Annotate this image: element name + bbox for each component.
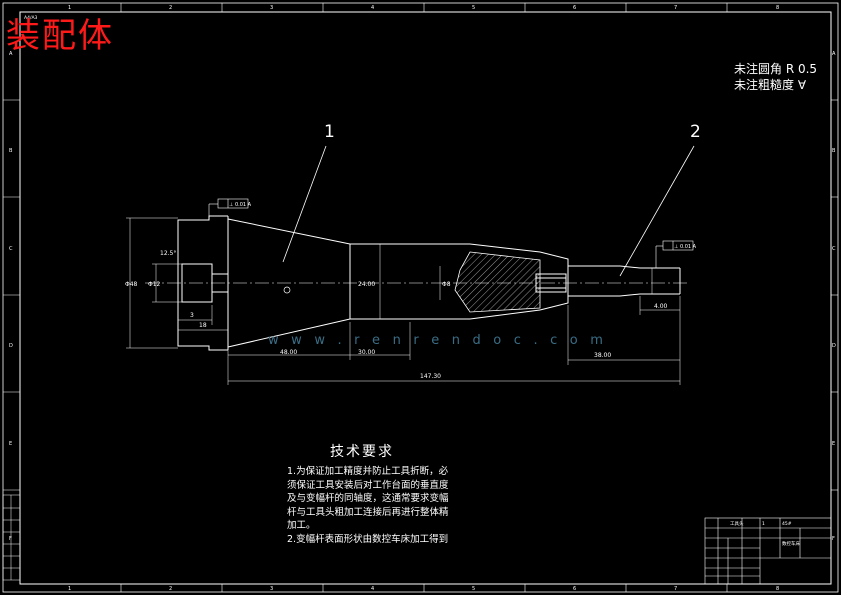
general-notes: 未注圆角 R 0.5 未注粗糙度 ∀ xyxy=(734,61,817,93)
hatched-section xyxy=(454,251,541,313)
border-number: 2 xyxy=(169,5,172,11)
border-letter: A xyxy=(9,51,13,57)
tolerance-text-2: ⊥ 0.01 A xyxy=(674,244,697,250)
border-number: 1 xyxy=(68,5,71,11)
border-letter: D xyxy=(832,343,836,349)
title-cell: 工具头 xyxy=(730,520,744,527)
dimension-texts: 12.5° Φ48 Φ12 3 18 48.00 30.00 24.00 Φ8 … xyxy=(125,250,668,380)
inner-border xyxy=(19,11,832,585)
title-cell: 1 xyxy=(762,521,765,527)
border-letter: D xyxy=(9,343,13,349)
tech-requirements-title: 技术要求 xyxy=(330,444,394,460)
border-number: 5 xyxy=(472,5,475,11)
leader-line-1 xyxy=(282,145,327,263)
note-fillet: 未注圆角 R 0.5 xyxy=(734,62,818,76)
title-cell: 数控车床 xyxy=(782,540,800,547)
tech-requirements-body: 1.为保证加工精度并防止工具折断，必须保证工具安装后对工作台面的垂直度及与变幅杆… xyxy=(287,465,457,546)
border-number: 4 xyxy=(371,5,374,11)
horn-outline xyxy=(177,215,681,351)
border-letter: A xyxy=(832,51,836,57)
balloon-2: 2 xyxy=(690,122,701,142)
title-block xyxy=(704,517,832,585)
border-number: 8 xyxy=(776,5,779,11)
border-letter: E xyxy=(832,441,835,447)
corner-mark: A4/A3 xyxy=(24,15,38,21)
border-letter: B xyxy=(9,148,13,154)
title-block-texts: 工具头 1 45# 数控车床 xyxy=(730,520,800,547)
border-ticks xyxy=(3,3,838,592)
border-number: 6 xyxy=(573,586,576,592)
border-letter: F xyxy=(832,536,835,542)
border-number: 1 xyxy=(68,586,71,592)
border-letter: C xyxy=(832,246,836,252)
border-number: 3 xyxy=(270,586,273,592)
tech-item-2: 2.变幅杆表面形状由数控车床加工得到 xyxy=(287,533,449,545)
watermark: w w w . r e n r e n d o c . c o m xyxy=(268,333,608,348)
dim-taper-angle: 12.5° xyxy=(160,250,176,257)
left-record-block xyxy=(2,494,21,581)
dim-len-30: 30.00 xyxy=(358,349,375,356)
border-letter: E xyxy=(9,441,12,447)
dim-total-len: 147.30 xyxy=(420,373,441,380)
dim-len-18: 18 xyxy=(199,322,207,329)
border-letter: F xyxy=(9,536,12,542)
border-number: 7 xyxy=(674,586,677,592)
border-number: 2 xyxy=(169,586,172,592)
leader-line-2 xyxy=(619,145,695,277)
border-number: 8 xyxy=(776,586,779,592)
border-number: 5 xyxy=(472,586,475,592)
datum-marker xyxy=(283,286,291,294)
title-cell: 45# xyxy=(782,521,792,527)
dimension-lines xyxy=(126,217,681,385)
border-number: 6 xyxy=(573,5,576,11)
border-letter: B xyxy=(832,148,836,154)
dim-len-right: 38.00 xyxy=(594,352,611,359)
balloon-1: 1 xyxy=(324,122,335,142)
dim-len-4: 4.00 xyxy=(654,303,668,310)
border-letter: C xyxy=(9,246,13,252)
border-labels: 1 2 3 4 5 6 7 8 1 2 3 4 5 6 7 8 A B C D … xyxy=(9,5,836,592)
border-number: 3 xyxy=(270,5,273,11)
dim-len-48: 48.00 xyxy=(280,349,297,356)
note-roughness: 未注粗糙度 ∀ xyxy=(734,78,807,92)
tolerance-text-1: ⊥ 0.01 A xyxy=(229,202,252,208)
assembly-title: 装配体 xyxy=(6,16,114,56)
tech-item-1: 1.为保证加工精度并防止工具折断，必须保证工具安装后对工作台面的垂直度及与变幅杆… xyxy=(287,466,449,531)
dim-dia-small: Φ8 xyxy=(442,281,451,288)
tolerance-frames xyxy=(208,198,694,268)
dim-dia-mid: 24.00 xyxy=(358,281,375,288)
dim-len-3: 3 xyxy=(190,312,194,319)
border-number: 7 xyxy=(674,5,677,11)
border-number: 4 xyxy=(371,586,374,592)
dim-dia-left-inner: Φ12 xyxy=(148,281,161,288)
dim-dia-left-outer: Φ48 xyxy=(125,281,138,288)
